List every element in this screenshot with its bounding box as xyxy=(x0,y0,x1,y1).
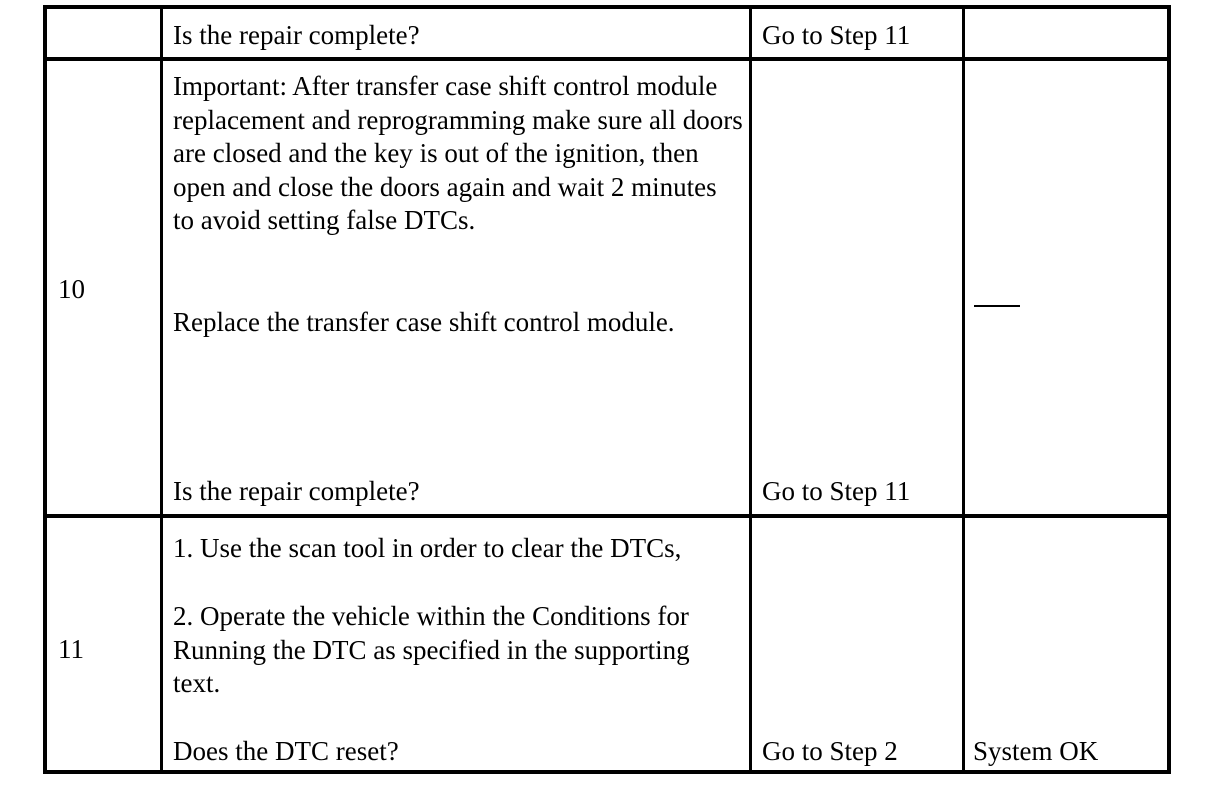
step-action: Replace the transfer case shift control … xyxy=(173,307,675,337)
column-divider xyxy=(160,9,163,770)
step-action: 1. Use the scan tool in order to clear t… xyxy=(173,533,682,563)
step-action: 2. Operate the vehicle within the Condit… xyxy=(173,601,690,698)
step-number: 11 xyxy=(58,634,84,664)
yes-action: Go to Step 11 xyxy=(762,476,911,506)
step-number: 10 xyxy=(58,274,85,304)
column-divider xyxy=(962,9,965,770)
diagnostic-table: Is the repair complete? Go to Step 11 10… xyxy=(43,5,1171,774)
no-action: System OK xyxy=(973,736,1099,766)
step-question: Does the DTC reset? xyxy=(173,736,399,766)
important-note: Important: After transfer case shift con… xyxy=(173,71,743,235)
table-row: Is the repair complete? Go to Step 11 xyxy=(47,9,1167,61)
table-row: 10 Important: After transfer case shift … xyxy=(47,61,1167,518)
table-row: 11 1. Use the scan tool in order to clea… xyxy=(47,518,1167,774)
no-action-dash xyxy=(974,305,1020,307)
step-question: Is the repair complete? xyxy=(173,20,420,50)
yes-action: Go to Step 2 xyxy=(762,736,898,766)
column-divider xyxy=(749,9,752,770)
step-question: Is the repair complete? xyxy=(173,476,420,506)
yes-action: Go to Step 11 xyxy=(762,20,911,50)
